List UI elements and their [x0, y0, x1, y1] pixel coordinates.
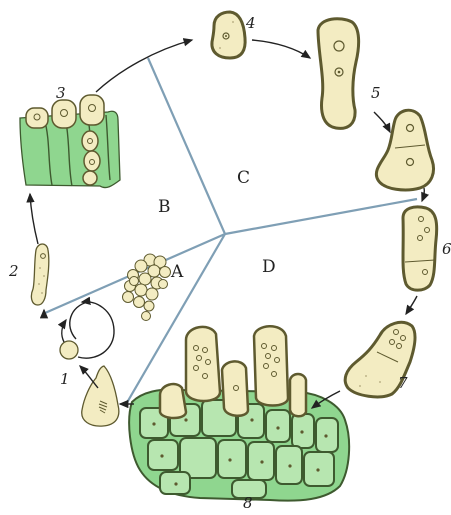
stage-label-5: 5	[371, 84, 381, 102]
stage-label-4: 4	[245, 14, 256, 32]
stage-8-tissue	[129, 326, 349, 500]
small-round-cell	[60, 341, 78, 359]
stage-2-cell	[31, 244, 48, 305]
zone-label-a: A	[170, 262, 184, 282]
cell-cluster-a	[123, 254, 171, 321]
stage-label-2: 2	[8, 262, 19, 280]
stage-label-7: 7	[398, 374, 408, 392]
stage-6b-cell	[403, 207, 437, 290]
stage-label-8: 8	[243, 494, 253, 512]
zone-label-b: B	[158, 197, 171, 217]
stage-4-cell	[212, 12, 245, 58]
zone-label-c: C	[237, 168, 250, 188]
stage-6-cell	[376, 110, 433, 190]
stage-3-tissue	[20, 95, 120, 188]
stage-label-6: 6	[442, 240, 451, 258]
zone-label-d: D	[262, 257, 276, 277]
stage-5-cell	[318, 19, 359, 129]
stage-label-1: 1	[60, 370, 70, 388]
stage-label-3: 3	[56, 84, 66, 102]
